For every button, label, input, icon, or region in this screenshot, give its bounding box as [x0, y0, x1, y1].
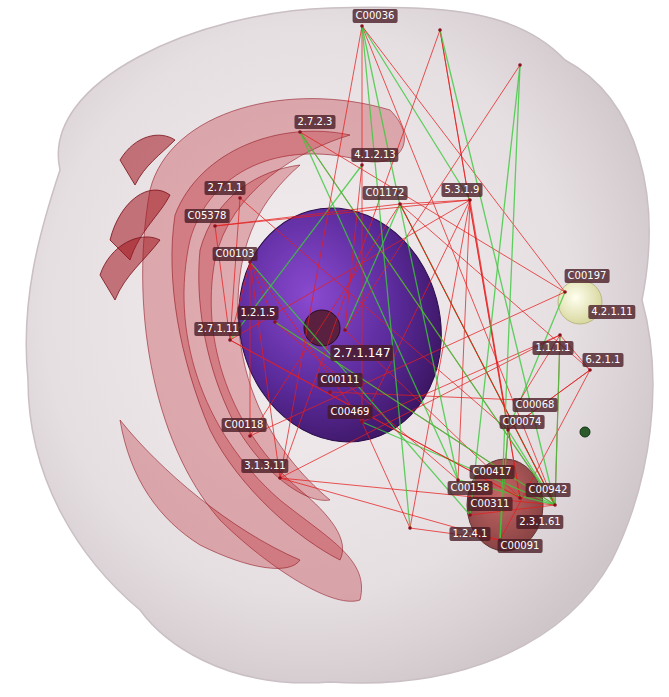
network-point [563, 290, 567, 294]
reaction-line [215, 200, 470, 226]
network-point [360, 163, 364, 167]
reaction-line [330, 392, 520, 400]
reaction-line [362, 26, 410, 528]
network-point [360, 420, 364, 424]
network-label: C00074 [500, 415, 545, 429]
reaction-line [300, 132, 565, 292]
network-label: C00197 [565, 269, 610, 283]
network-point [553, 503, 557, 507]
network-label: 2.7.2.3 [295, 115, 336, 129]
golgi-apparatus [100, 135, 175, 300]
network-point [398, 202, 402, 206]
reaction-line [345, 165, 362, 330]
network-label: 1.2.4.1 [450, 527, 491, 541]
network-point [328, 390, 332, 394]
reaction-line [555, 335, 560, 505]
network-label: 2.7.1.1 [205, 181, 246, 195]
reaction-line [250, 262, 362, 422]
reaction-line [470, 65, 520, 515]
network-label: C00942 [526, 483, 571, 497]
reaction-line [400, 204, 555, 505]
reaction-line [555, 335, 560, 505]
network-label: C00036 [353, 9, 398, 23]
reaction-line [230, 340, 520, 498]
network-point [518, 496, 522, 500]
network-label: C00118 [222, 418, 267, 432]
network-point [408, 526, 412, 530]
reaction-line [440, 30, 555, 505]
network-label: 2.7.1.147 [330, 345, 393, 361]
network-label: 4.2.1.11 [588, 305, 635, 319]
reaction-line [410, 528, 500, 540]
reaction-line [300, 132, 555, 505]
network-point [278, 476, 282, 480]
network-point [273, 320, 277, 324]
network-point [438, 28, 442, 32]
reaction-line [280, 478, 555, 505]
network-point [298, 130, 302, 134]
reaction-line [230, 340, 520, 498]
network-point [228, 338, 232, 342]
reaction-line [362, 26, 470, 200]
network-point [468, 513, 472, 517]
network-point [343, 328, 347, 332]
network-label: C00417 [470, 465, 515, 479]
reaction-line [410, 200, 470, 528]
network-label: C01172 [363, 186, 408, 200]
network-point [248, 434, 252, 438]
network-point [213, 224, 217, 228]
reaction-line [300, 132, 555, 505]
network-label: 2.3.1.61 [516, 515, 563, 529]
network-point [558, 333, 562, 337]
reaction-line [400, 204, 555, 505]
network-label: 5.3.1.9 [442, 183, 483, 197]
reaction-line [280, 335, 560, 478]
reaction-line [500, 370, 590, 540]
small-vesicle [580, 427, 590, 437]
network-label: 3.1.3.11 [241, 459, 288, 473]
reaction-line [250, 262, 251, 436]
reaction-line [250, 292, 565, 436]
network-label: C00103 [213, 247, 258, 261]
network-label: C00311 [468, 497, 513, 511]
reaction-line [362, 26, 458, 480]
network-point [588, 368, 592, 372]
network-label: C00158 [448, 481, 493, 495]
reaction-line [275, 322, 555, 505]
network-point [360, 24, 364, 28]
network-label: 4.1.2.13 [351, 148, 398, 162]
network-point [518, 63, 522, 67]
network-label: C00469 [328, 405, 373, 419]
network-label: C00068 [513, 398, 558, 412]
network-label: 2.7.1.11 [194, 322, 241, 336]
network-label: C05378 [185, 209, 230, 223]
network-label: C00091 [498, 539, 543, 553]
reaction-line [345, 204, 400, 330]
reaction-line [280, 30, 440, 478]
network-label: 6.2.1.1 [583, 353, 624, 367]
network-label: 1.1.1.1 [533, 341, 574, 355]
reaction-line [508, 292, 565, 430]
network-label: C00111 [318, 373, 363, 387]
network-point [468, 198, 472, 202]
network-label: 1.2.1.5 [238, 306, 279, 320]
network-point [238, 196, 242, 200]
reaction-line [345, 65, 520, 330]
cell-membrane [26, 7, 653, 683]
reaction-network [213, 24, 592, 542]
